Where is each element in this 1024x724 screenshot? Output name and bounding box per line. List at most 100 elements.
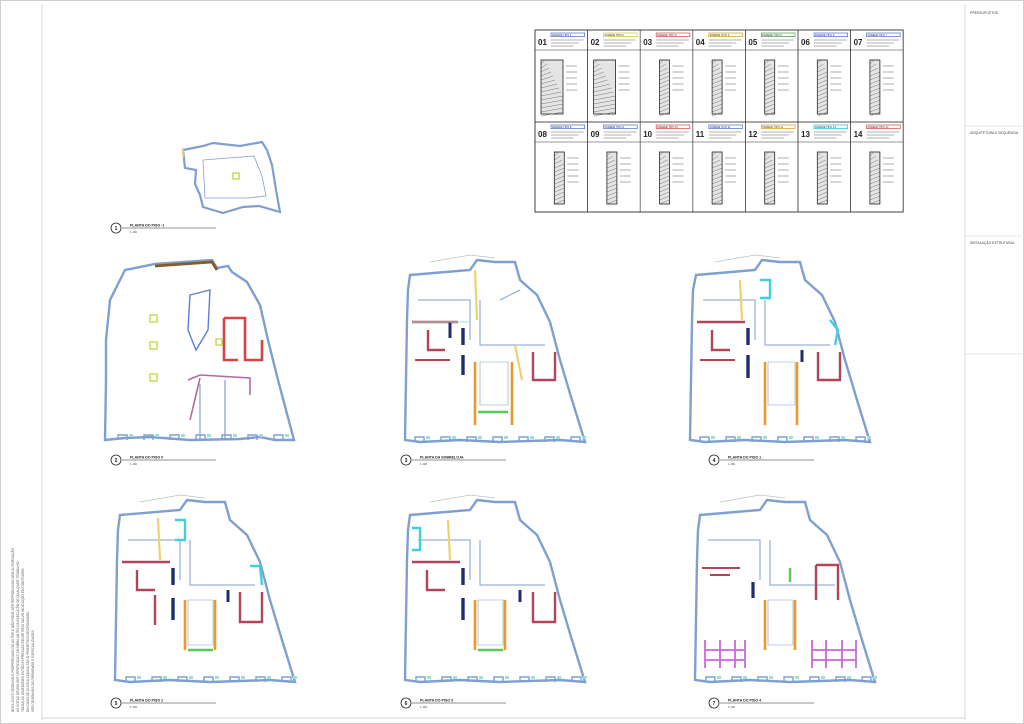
plan-number: 7 [713,701,716,707]
plan-title: PLANTA DA SOBRELOJA [420,456,464,460]
stair-core [767,361,796,406]
wall-hatch [712,171,723,177]
wall-hatch [554,183,565,189]
plan-number-bubble [400,454,412,466]
plan-piso-4 [693,494,877,684]
column-marker [215,338,223,346]
wall-hatch [869,199,880,205]
red-wall [816,352,842,382]
wall-hatch [540,75,554,81]
wall-hatch [869,83,880,89]
cyan-wall [829,319,840,346]
window-opening [125,676,136,682]
legend-number: 02 [591,38,600,47]
wall-hatch [869,107,880,113]
wall-hatch [712,167,723,173]
wall-hatch [593,79,608,85]
wall-hatch [817,155,824,161]
window-sill [293,676,297,679]
window-sill [426,436,430,439]
stair-void [187,289,211,352]
wall-hatch [606,179,617,185]
wall-hatch [817,187,828,193]
window-opening [493,676,504,682]
window-sill [505,676,509,679]
legend-title: PAREDE TIPO 13 [815,125,836,129]
wall-hatch [540,91,562,97]
wall-hatch [659,63,666,69]
wall-hatch [869,163,880,169]
wall-hatch [764,63,771,69]
wall-hatch [712,179,723,185]
stair-core [767,599,794,646]
window-opening [169,434,180,440]
legend-title: PAREDE TIPO 10 [657,125,678,129]
wall-hatch [593,87,612,93]
window-sill [815,436,819,439]
column-marker [232,172,240,180]
red-wall [122,560,170,592]
roof-edge [714,254,781,263]
window-sill [821,676,825,679]
wall-hatch [593,71,604,77]
wall-hatch [764,195,775,201]
window-sill [737,436,741,439]
legend-number: 03 [643,38,652,47]
wall-hatch [659,159,668,165]
legend-title: PAREDE TIPO 3 [657,33,677,37]
wall-hatch [764,79,775,85]
wall-hatch [540,99,564,105]
wall-hatch [659,195,670,201]
wall-hatch [606,183,617,189]
window-sill [155,434,159,437]
window-sill [504,436,508,439]
wall-hatch [869,59,875,65]
window-opening [699,436,710,442]
wall-hatch [712,95,723,101]
window-opening [492,436,503,442]
plan-number: 3 [405,458,408,464]
wall-hatch [593,103,616,109]
wall-hatch [593,99,616,105]
wall-hatch [817,87,828,93]
window-opening [151,676,162,682]
plan-number-bubble [110,697,122,709]
wall-hatch [764,151,769,157]
wall-hatch [764,103,775,109]
wall-hatch [764,191,775,197]
column-marker [149,314,158,323]
wall-hatch [817,151,822,157]
plan-number-bubble [708,454,720,466]
red-wall [222,316,264,362]
window-opening [545,676,556,682]
window-sill [583,676,587,679]
window-sill [841,436,845,439]
wall-hatch [764,75,775,81]
wall-hatch [659,111,670,117]
window-opening [835,676,846,682]
window-sill [259,434,263,437]
wall-hatch [593,67,602,73]
plan-outline [181,140,282,215]
cyan-wall [412,526,422,552]
legend-title: PAREDE TIPO 12 [762,125,783,129]
wall-hatch [764,199,775,205]
plan-piso-menos-1 [181,140,282,215]
wall-hatch [764,179,775,185]
wall-hatch [764,163,775,169]
wall-hatch [712,187,723,193]
wall-hatch [659,199,670,205]
wall-hatch [869,191,880,197]
red-wall [531,352,557,382]
plan-inner-walls [703,299,830,346]
plan-inner-walls [202,155,267,199]
legend-number: 07 [854,38,863,47]
wall-hatch [712,67,721,73]
legend-color-tag [708,32,743,37]
red-wall [702,567,740,576]
legend-color-tag [603,124,638,129]
purple-wall [187,374,251,421]
